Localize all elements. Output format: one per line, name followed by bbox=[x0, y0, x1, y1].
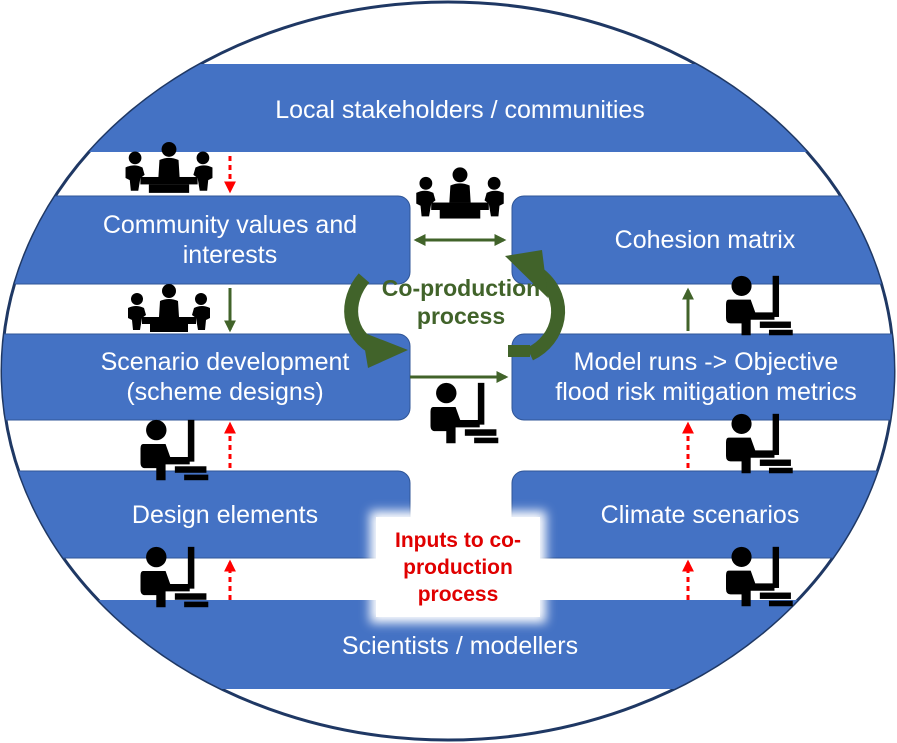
model-runs-label: Model runs -> Objective flood risk mitig… bbox=[518, 344, 894, 410]
box-cohesion-matrix bbox=[511, 195, 894, 285]
inputs-line2: production bbox=[403, 555, 513, 579]
coproduction-label: Co-production process bbox=[366, 270, 556, 334]
model-runs-line1: Model runs -> Objective bbox=[573, 348, 839, 376]
scenario-development-label: Scenario development (scheme designs) bbox=[50, 344, 400, 410]
cycle-arrow-right-tail bbox=[508, 345, 530, 357]
model-runs-line2: flood risk mitigation metrics bbox=[555, 378, 857, 406]
coproduction-line2: process bbox=[416, 303, 506, 329]
cohesion-matrix-label: Cohesion matrix bbox=[614, 226, 796, 254]
box-climate-scenarios bbox=[511, 470, 894, 559]
scenario-development-line1: Scenario development bbox=[100, 348, 350, 376]
band-top-label: Local stakeholders / communities bbox=[275, 96, 645, 124]
design-elements-label: Design elements bbox=[131, 501, 319, 529]
climate-scenarios-label: Climate scenarios bbox=[600, 501, 800, 529]
inputs-label: Inputs to co- production process bbox=[376, 517, 540, 617]
cycle-arrow-left-head bbox=[362, 332, 408, 368]
box-model-runs bbox=[511, 333, 894, 421]
community-values-label: Community values and interests bbox=[102, 211, 358, 269]
box-community-values bbox=[2, 195, 411, 285]
scenario-development-line2: (scheme designs) bbox=[126, 378, 324, 406]
coproduction-line1: Co-production bbox=[381, 275, 541, 301]
inputs-line1: Inputs to co- bbox=[395, 528, 521, 552]
band-bottom-label: Scientists / modellers bbox=[341, 632, 579, 660]
cycle-arrow-right bbox=[526, 269, 565, 361]
inputs-line3: process bbox=[417, 582, 499, 606]
cycle-arrow-right-head bbox=[505, 250, 548, 298]
